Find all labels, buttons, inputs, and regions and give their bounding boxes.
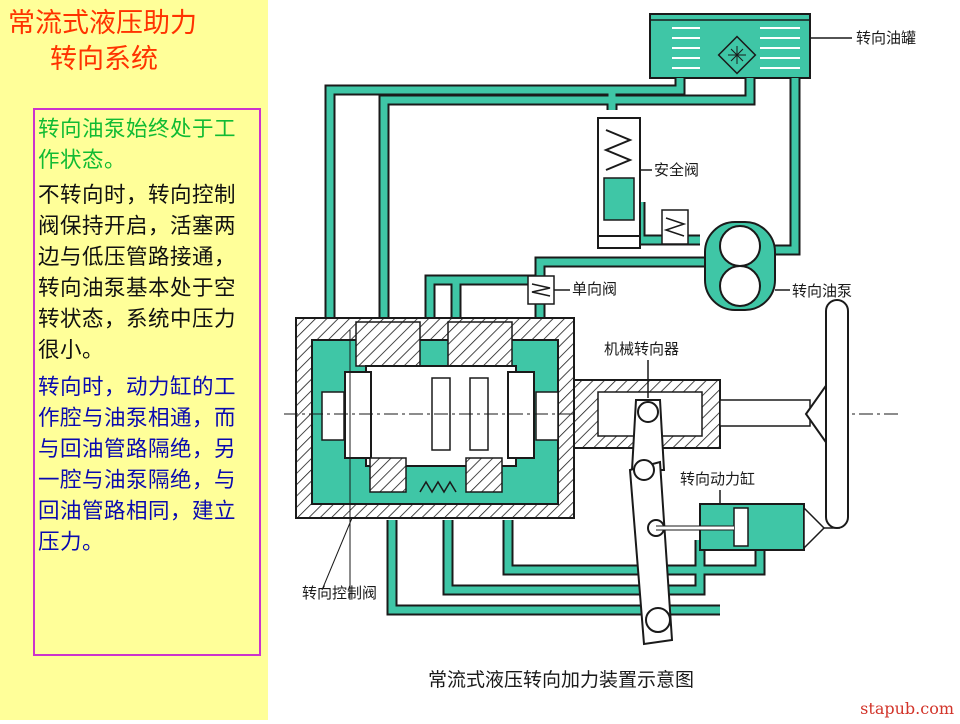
- check-valve-upper: [661, 209, 689, 245]
- description-box: 转向油泵始终处于工作状态。 不转向时，转向控制阀保持开启，活塞两边与低压管路接通…: [33, 108, 261, 656]
- label-safety-valve: 安全阀: [654, 161, 699, 179]
- label-power-cylinder: 转向动力缸: [680, 470, 755, 488]
- slide-title: 常流式液压助力 转向系统: [8, 6, 268, 78]
- slide-title-line1: 常流式液压助力: [8, 8, 197, 39]
- oil-reservoir: [649, 13, 852, 79]
- label-check-valve: 单向阀: [572, 280, 617, 298]
- label-control-valve: 转向控制阀: [302, 584, 377, 602]
- label-reservoir: 转向油罐: [856, 29, 916, 47]
- diagram-svg: 转向油罐 安全阀 单向阀 转向油泵 机械转向器 转向动力缸 转向控制阀 常流式液…: [284, 13, 916, 691]
- paragraph-no-steering: 不转向时，转向控制阀保持开启，活塞两边与低压管路接通，转向油泵基本处于空转状态，…: [38, 183, 237, 363]
- safety-valve: [597, 117, 652, 249]
- oil-pump: [704, 221, 790, 311]
- steering-wheel: [804, 299, 849, 529]
- steering-control-valve: [295, 317, 575, 600]
- diagram-caption: 常流式液压转向加力装置示意图: [428, 669, 694, 691]
- label-pump: 转向油泵: [792, 282, 852, 300]
- check-valve: [527, 275, 570, 305]
- power-cylinder: [656, 490, 840, 551]
- mechanical-steering-gear: [573, 360, 811, 449]
- linkage-arm: [628, 399, 674, 646]
- slide-title-line2: 转向系统: [50, 44, 158, 75]
- label-steering-gear: 机械转向器: [604, 340, 679, 358]
- paragraph-steering: 转向时，动力缸的工作腔与油泵相通，而与回油管路隔绝，另一腔与油泵隔绝，与回油管路…: [38, 375, 237, 555]
- paragraph-pump-state: 转向油泵始终处于工作状态。: [38, 117, 237, 173]
- hydraulic-diagram: 转向油罐 安全阀 单向阀 转向油泵 机械转向器 转向动力缸 转向控制阀 常流式液…: [268, 0, 960, 720]
- watermark: stapub.com: [860, 699, 954, 718]
- left-panel: 常流式液压助力 转向系统 转向油泵始终处于工作状态。 不转向时，转向控制阀保持开…: [0, 0, 268, 720]
